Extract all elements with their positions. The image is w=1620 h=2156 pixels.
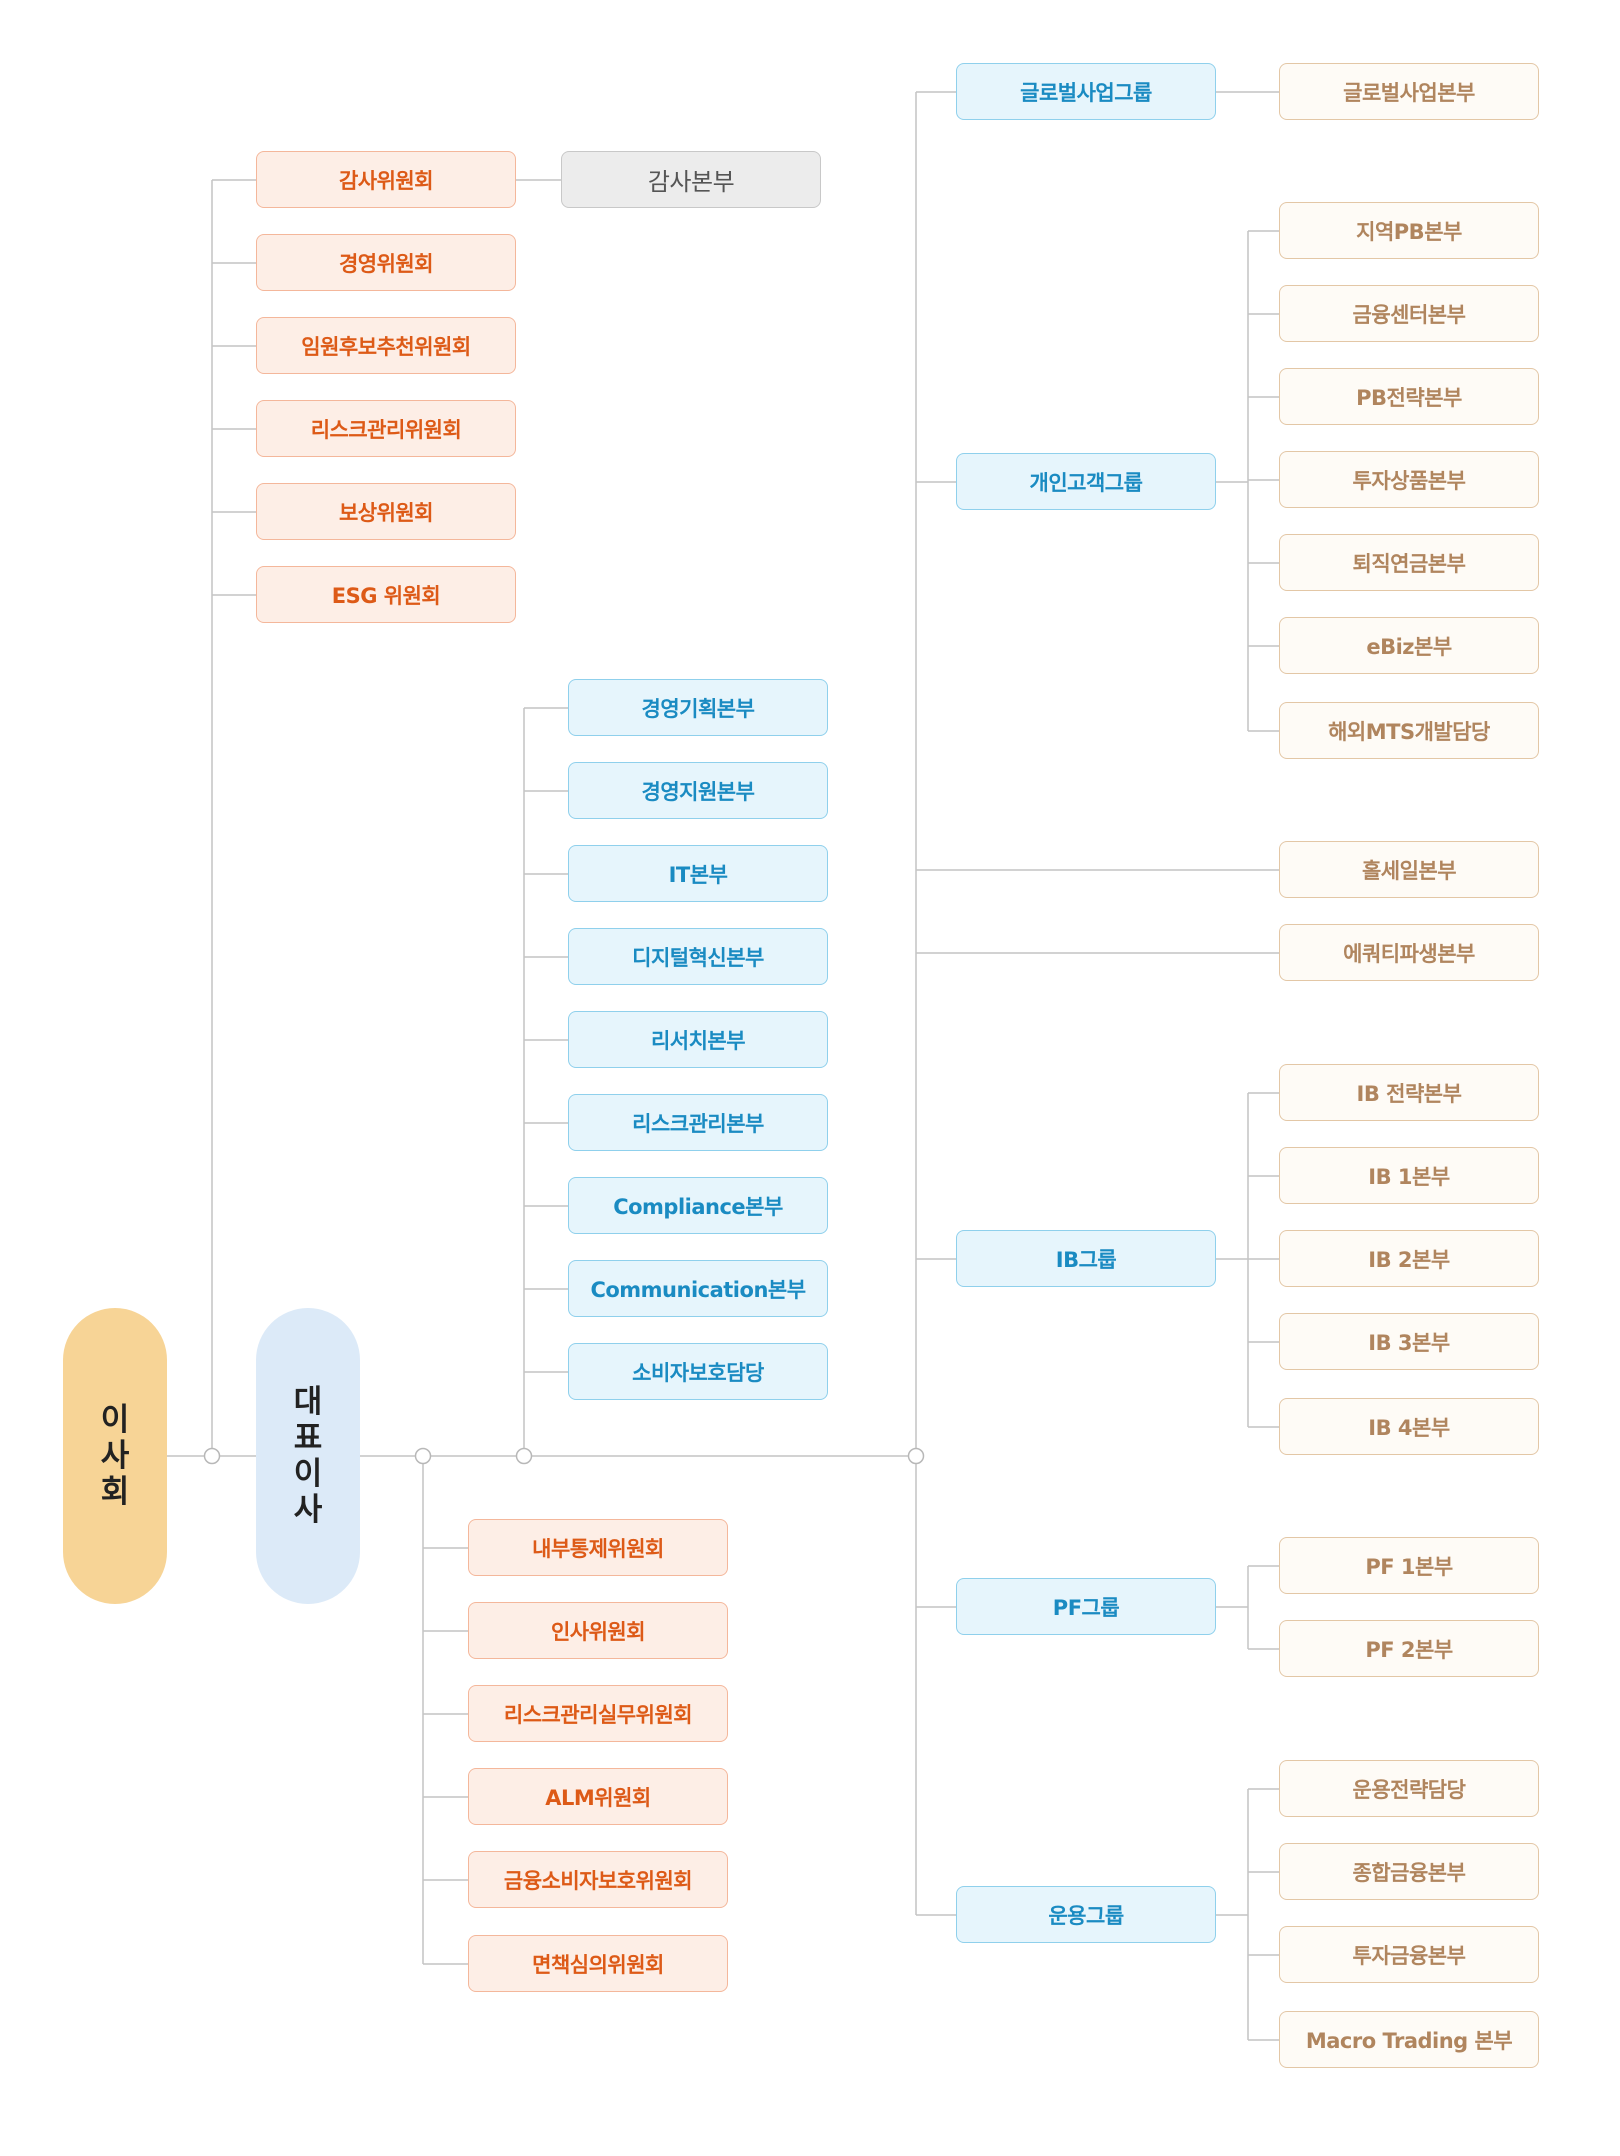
unit-equity-derivatives[interactable]: 에쿼티파생본부 [1279,924,1539,981]
ceo-char: 표 [293,1420,323,1456]
unit-wholesale[interactable]: 홀세일본부 [1279,841,1539,898]
unit-regional-pb[interactable]: 지역PB본부 [1279,202,1539,259]
committee-esg[interactable]: ESG 위원회 [256,566,516,623]
group-retail[interactable]: 개인고객그룹 [956,453,1216,510]
unit-ib-strategy[interactable]: IB 전략본부 [1279,1064,1539,1121]
unit-macro-trading[interactable]: Macro Trading 본부 [1279,2011,1539,2068]
division-it[interactable]: IT본부 [568,845,828,902]
ceo-char: 이 [293,1456,323,1492]
unit-pension[interactable]: 퇴직연금본부 [1279,534,1539,591]
committee-compensation[interactable]: 보상위원회 [256,483,516,540]
committee-indemnity[interactable]: 면책심의위원회 [468,1935,728,1992]
audit-division[interactable]: 감사본부 [561,151,821,208]
ceo-node[interactable]: 대 표 이 사 [256,1308,360,1604]
ceo-char: 사 [293,1492,323,1528]
group-ib[interactable]: IB그룹 [956,1230,1216,1287]
unit-ib-2[interactable]: IB 2본부 [1279,1230,1539,1287]
unit-pf-1[interactable]: PF 1본부 [1279,1537,1539,1594]
unit-comprehensive-finance[interactable]: 종합금융본부 [1279,1843,1539,1900]
ceo-char: 대 [293,1384,323,1420]
group-pf[interactable]: PF그룹 [956,1578,1216,1635]
committee-consumer-protection[interactable]: 금융소비자보호위원회 [468,1851,728,1908]
committee-hr[interactable]: 인사위원회 [468,1602,728,1659]
committee-alm[interactable]: ALM위원회 [468,1768,728,1825]
division-consumer-protection[interactable]: 소비자보호담당 [568,1343,828,1400]
committee-internal-control[interactable]: 내부통제위원회 [468,1519,728,1576]
junction-dot [907,1447,925,1465]
division-research[interactable]: 리서치본부 [568,1011,828,1068]
unit-ib-4[interactable]: IB 4본부 [1279,1398,1539,1455]
board-char: 사 [100,1438,130,1474]
unit-pb-strategy[interactable]: PB전략본부 [1279,368,1539,425]
unit-pf-2[interactable]: PF 2본부 [1279,1620,1539,1677]
group-am[interactable]: 운용그룹 [956,1886,1216,1943]
committee-risk[interactable]: 리스크관리위원회 [256,400,516,457]
unit-global-business[interactable]: 글로벌사업본부 [1279,63,1539,120]
unit-ib-3[interactable]: IB 3본부 [1279,1313,1539,1370]
division-risk[interactable]: 리스크관리본부 [568,1094,828,1151]
unit-financial-center[interactable]: 금융센터본부 [1279,285,1539,342]
division-compliance[interactable]: Compliance본부 [568,1177,828,1234]
division-support[interactable]: 경영지원본부 [568,762,828,819]
junction-dot [515,1447,533,1465]
division-digital[interactable]: 디지털혁신본부 [568,928,828,985]
unit-overseas-mts[interactable]: 해외MTS개발담당 [1279,702,1539,759]
unit-am-strategy[interactable]: 운용전략담당 [1279,1760,1539,1817]
junction-dot [414,1447,432,1465]
unit-ebiz[interactable]: eBiz본부 [1279,617,1539,674]
unit-ib-1[interactable]: IB 1본부 [1279,1147,1539,1204]
board-char: 회 [100,1474,130,1510]
committee-management[interactable]: 경영위원회 [256,234,516,291]
board-node[interactable]: 이 사 회 [63,1308,167,1604]
division-communication[interactable]: Communication본부 [568,1260,828,1317]
committee-risk-working[interactable]: 리스크관리실무위원회 [468,1685,728,1742]
committee-audit[interactable]: 감사위원회 [256,151,516,208]
unit-investment-products[interactable]: 투자상품본부 [1279,451,1539,508]
unit-investment-finance[interactable]: 투자금융본부 [1279,1926,1539,1983]
group-global[interactable]: 글로벌사업그룹 [956,63,1216,120]
committee-nomination[interactable]: 임원후보추천위원회 [256,317,516,374]
junction-dot [203,1447,221,1465]
division-planning[interactable]: 경영기획본부 [568,679,828,736]
board-char: 이 [100,1402,130,1438]
